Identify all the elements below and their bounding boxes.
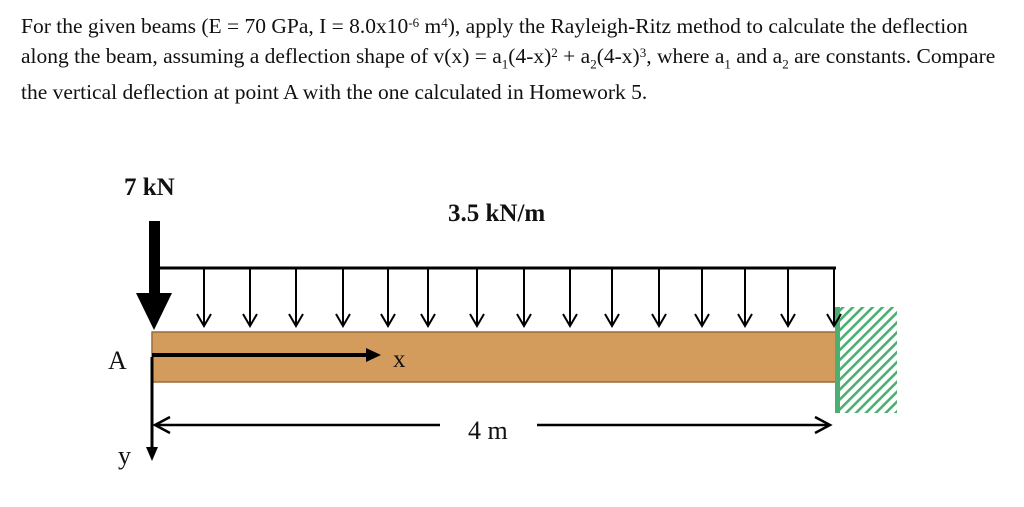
subscript: 1 [724,55,731,71]
problem-text: For the given beams (E = 70 GPa, I = 8.0… [21,14,409,38]
point-load-label: 7 kN [124,174,175,201]
length-dimension-line [152,415,833,435]
problem-text: m [419,14,442,38]
problem-text: (4-x) [508,43,552,68]
problem-text: and a [730,43,783,68]
distributed-load-arrows-icon [160,266,842,328]
x-axis-arrow-icon [152,348,381,362]
problem-text: , where a [646,43,725,68]
problem-text: are constants. Compare the vertical defl… [21,43,996,105]
exponent: -6 [408,15,420,30]
problem-text: ), apply the Rayleigh-Ritz method to cal… [21,14,968,68]
subscript: 2 [782,55,789,71]
point-a-label: A [108,346,127,375]
exponent: 2 [551,44,558,60]
subscript: 1 [501,55,509,71]
problem-statement: For the given beams (E = 70 GPa, I = 8.0… [21,12,1011,108]
subscript: 2 [590,55,597,71]
distributed-load-label: 3.5 kN/m [448,200,546,227]
x-axis-label: x [393,346,406,373]
problem-text: (4-x) [596,43,640,68]
length-label: 4 m [468,416,508,445]
y-axis-label: y [118,441,131,470]
exponent: 4 [441,15,448,30]
exponent: 3 [639,44,647,60]
point-load-arrow-icon [136,221,172,330]
problem-text: + a [557,43,591,68]
y-axis-arrow-icon [146,357,158,461]
fixed-support-wall [835,307,897,413]
